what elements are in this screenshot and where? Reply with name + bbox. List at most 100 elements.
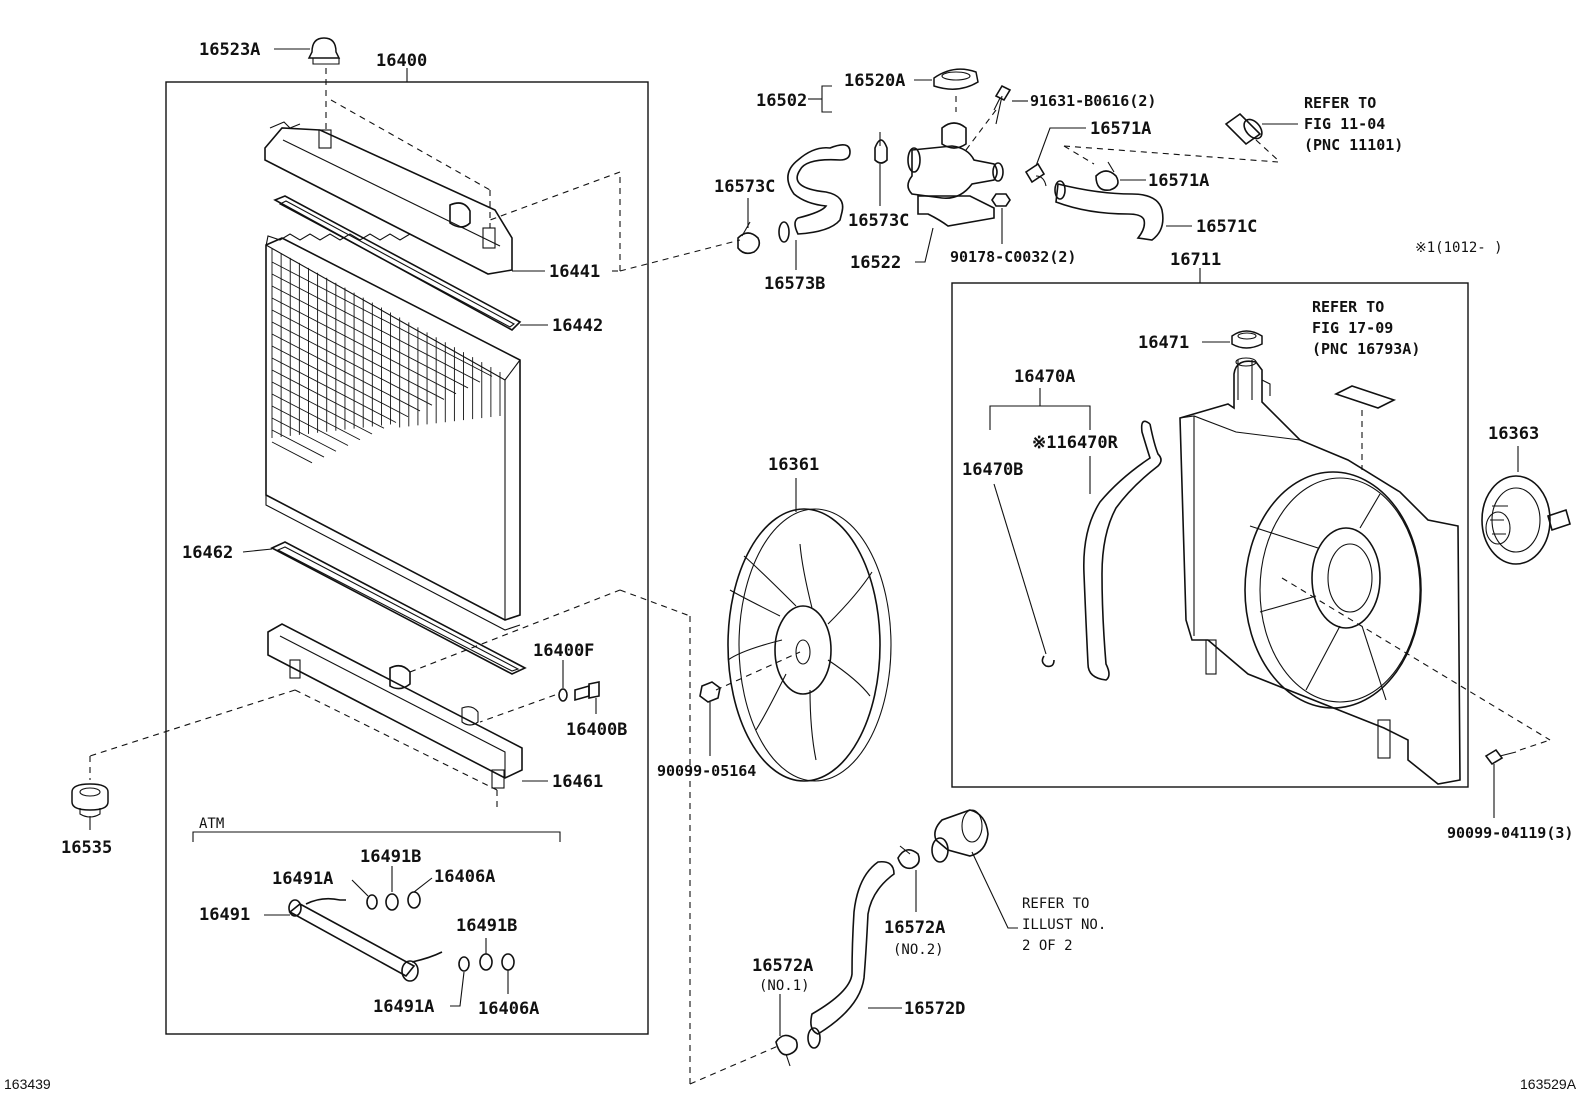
clamp-16572A-no1 bbox=[775, 1034, 798, 1067]
refer-fig-17-09-line2: FIG 17-09 bbox=[1312, 319, 1393, 337]
label-16462: 16462 bbox=[182, 543, 233, 563]
cap-16520A bbox=[933, 68, 979, 90]
label-16491B-1: 16491B bbox=[360, 847, 421, 867]
clip-16470B bbox=[1041, 655, 1055, 668]
label-16441: 16441 bbox=[549, 262, 600, 282]
hose-16470R bbox=[1083, 420, 1162, 681]
gasket-16442 bbox=[273, 195, 522, 331]
nut-16406A-1 bbox=[407, 891, 421, 909]
water-inlet-16502 bbox=[907, 122, 1004, 200]
label-16523A: 16523A bbox=[199, 40, 260, 60]
label-16572A-1-note: (NO.1) bbox=[759, 978, 810, 994]
oil-cooler-pipe-16491 bbox=[288, 897, 443, 982]
refer-illust-line2: ILLUST NO. bbox=[1022, 917, 1106, 933]
cap-16471 bbox=[1231, 330, 1263, 349]
label-16406A-2: 16406A bbox=[478, 999, 539, 1019]
label-16572A-2-note: (NO.2) bbox=[893, 942, 944, 958]
label-16572D: 16572D bbox=[904, 999, 965, 1019]
label-16400F: 16400F bbox=[533, 641, 594, 661]
label-16470A: 16470A bbox=[1014, 367, 1075, 387]
label-90099-04119: 90099-04119(3) bbox=[1447, 824, 1573, 842]
nut-90178 bbox=[991, 193, 1011, 207]
cap-16523A bbox=[307, 37, 341, 65]
drain-plug-16400B bbox=[574, 681, 600, 702]
label-16491A-1: 16491A bbox=[272, 869, 333, 889]
label-16535: 16535 bbox=[61, 838, 112, 858]
clamp-16571A-1 bbox=[1024, 162, 1047, 187]
fan-16361 bbox=[727, 508, 892, 782]
radiator-assembly-box bbox=[165, 81, 649, 1035]
footer-right-code: 163529A bbox=[1520, 1076, 1577, 1092]
label-16470R: ※116470R bbox=[1032, 433, 1119, 453]
refer-fig-17-09-line3: (PNC 16793A) bbox=[1312, 340, 1420, 358]
label-90099-05164: 90099-05164 bbox=[657, 762, 756, 780]
label-16571A-2: 16571A bbox=[1148, 171, 1209, 191]
label-16573B: 16573B bbox=[764, 274, 825, 294]
label-16573C-2: 16573C bbox=[848, 211, 909, 231]
washer-16491B-2 bbox=[479, 953, 493, 971]
gasket-16462 bbox=[270, 541, 527, 675]
bolt-90099-04119 bbox=[1484, 748, 1517, 766]
label-16471: 16471 bbox=[1138, 333, 1189, 353]
clamp-16573C-2 bbox=[874, 132, 888, 164]
lower-tank-16461 bbox=[267, 623, 523, 789]
radiator-core bbox=[265, 233, 521, 631]
refer-fig-11-04-line1: REFER TO bbox=[1304, 94, 1376, 112]
nut-16406A-2 bbox=[501, 953, 515, 971]
refer-illust-line1: REFER TO bbox=[1022, 896, 1089, 912]
shroud-assembly-box bbox=[951, 282, 1469, 788]
footer-left-code: 163439 bbox=[4, 1076, 51, 1092]
label-16470B: 16470B bbox=[962, 460, 1023, 480]
label-16520A: 16520A bbox=[844, 71, 905, 91]
radiator-fins bbox=[271, 248, 501, 464]
label-91631: 91631-B0616(2) bbox=[1030, 92, 1156, 110]
refer-illust-line3: 2 OF 2 bbox=[1022, 938, 1073, 954]
hose-16572D bbox=[810, 860, 895, 1035]
label-16442: 16442 bbox=[552, 316, 603, 336]
oring-16400F bbox=[558, 688, 568, 702]
upper-tank-16441 bbox=[264, 121, 513, 275]
pipe-fig-11-04 bbox=[1224, 112, 1263, 146]
label-16572A-1: 16572A bbox=[752, 956, 813, 976]
label-16406A-1: 16406A bbox=[434, 867, 495, 887]
bolt-91631 bbox=[993, 84, 1012, 111]
label-16711: 16711 bbox=[1170, 250, 1221, 270]
refer-fig-11-04-line2: FIG 11-04 bbox=[1304, 115, 1385, 133]
note-range: ※1(1012- ) bbox=[1415, 240, 1503, 256]
label-atm: ATM bbox=[199, 816, 224, 832]
label-16502: 16502 bbox=[756, 91, 807, 111]
washer-16491A-1 bbox=[366, 894, 378, 910]
label-16522: 16522 bbox=[850, 253, 901, 273]
hose-16571C bbox=[1055, 183, 1164, 241]
label-16573C-1: 16573C bbox=[714, 177, 775, 197]
nut-90099-05164 bbox=[699, 681, 721, 703]
hose-16573B bbox=[787, 144, 851, 235]
atm-bracket bbox=[192, 831, 561, 842]
washer-16491B-1 bbox=[385, 893, 399, 911]
label-plate bbox=[1333, 385, 1397, 409]
clamp-16571A-2 bbox=[1095, 161, 1119, 192]
refer-fig-11-04-line3: (PNC 11101) bbox=[1304, 136, 1403, 154]
clamp-16572A-no2 bbox=[897, 845, 920, 870]
label-16361: 16361 bbox=[768, 455, 819, 475]
label-16571A-1: 16571A bbox=[1090, 119, 1151, 139]
refer-fig-17-09-line1: REFER TO bbox=[1312, 298, 1384, 316]
label-90178: 90178-C0032(2) bbox=[950, 248, 1076, 266]
outlet-refer-illust bbox=[931, 809, 989, 863]
fan-shroud-16711 bbox=[1179, 357, 1461, 785]
label-16400: 16400 bbox=[376, 51, 427, 71]
mount-16535 bbox=[71, 783, 109, 818]
tube-16470B bbox=[993, 483, 1047, 655]
label-16571C: 16571C bbox=[1196, 217, 1257, 237]
label-16491B-2: 16491B bbox=[456, 916, 517, 936]
bracket-16522 bbox=[917, 195, 995, 227]
label-16572A-2: 16572A bbox=[884, 918, 945, 938]
label-16461: 16461 bbox=[552, 772, 603, 792]
label-16491A-2: 16491A bbox=[373, 997, 434, 1017]
clamp-16573C-1 bbox=[737, 221, 761, 255]
label-16491: 16491 bbox=[199, 905, 250, 925]
washer-16491A-2 bbox=[458, 956, 470, 972]
motor-16363 bbox=[1481, 475, 1571, 565]
label-16400B: 16400B bbox=[566, 720, 627, 740]
